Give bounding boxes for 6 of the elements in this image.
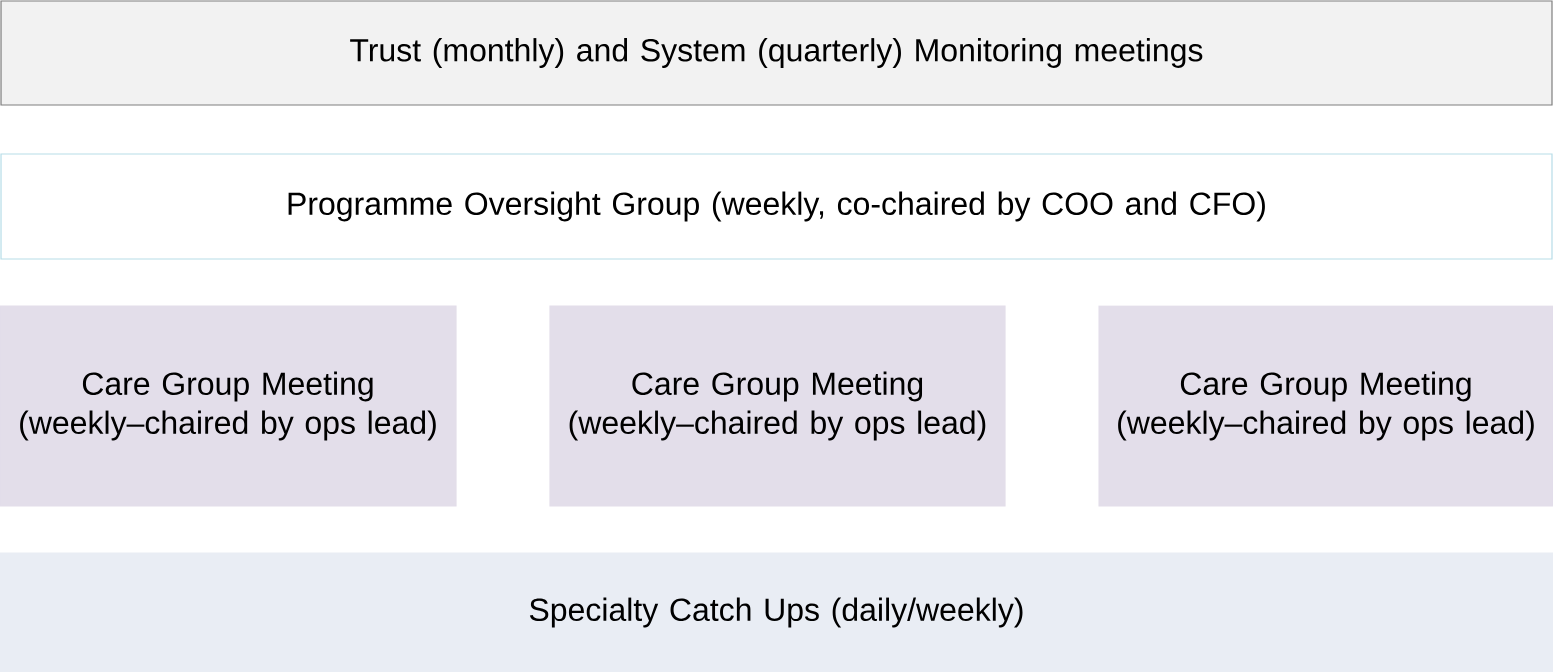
meeting-box: Care Group Meeting (weekly–chaired by ops lead) bbox=[0, 305, 457, 507]
level-band: Specialty Catch Ups (daily/weekly) bbox=[0, 552, 1553, 672]
meeting-box: Care Group Meeting (weekly–chaired by ops lead) bbox=[1098, 305, 1553, 507]
meeting-box: Care Group Meeting (weekly–chaired by ops lead) bbox=[549, 305, 1006, 507]
level-band: Trust (monthly) and System (quarterly) Monitoring meetings bbox=[0, 0, 1553, 106]
level-band: Programme Oversight Group (weekly, co-chaired by COO and CFO) bbox=[0, 153, 1553, 260]
